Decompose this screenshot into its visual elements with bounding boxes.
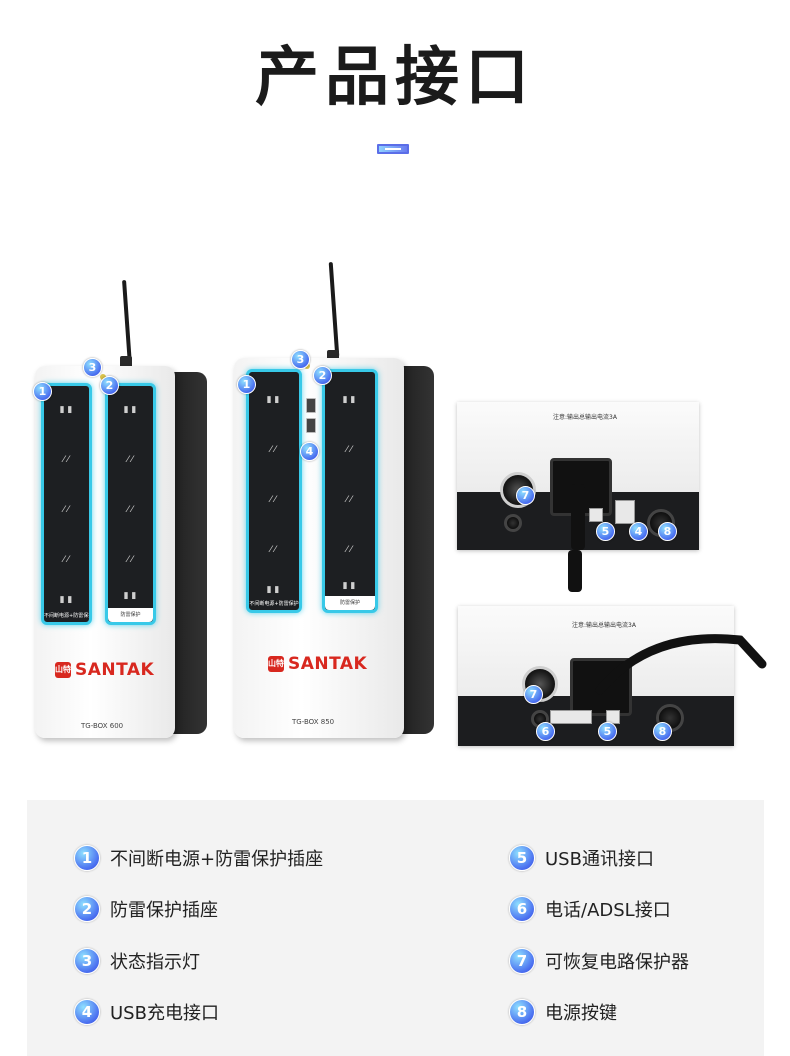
legend-label: 防雷保护插座 <box>110 900 218 921</box>
badge-3: 3 <box>291 350 310 369</box>
legend-item-3: 3 状态指示灯 <box>74 948 200 974</box>
legend-item-6: 6 电话/ADSL接口 <box>509 896 671 922</box>
title-decoration-bar <box>377 144 409 154</box>
outlet: ⁄ ⁄ <box>270 545 276 555</box>
badge-5: 5 <box>596 522 615 541</box>
badge-7: 7 <box>524 685 543 704</box>
badge-5: 5 <box>598 722 617 741</box>
badge-7: 7 <box>516 486 535 505</box>
power-cable-extended <box>568 550 582 592</box>
brand-logo-mark: 山特 <box>268 656 284 672</box>
legend-item-5: 5 USB通讯接口 <box>509 845 654 871</box>
power-cord <box>122 279 132 366</box>
ups-surge-socket-strip: ▮ ▮ ⁄ ⁄ ⁄ ⁄ ⁄ ⁄ ▮ ▮ 不间断电源+防雷保护 <box>246 369 302 613</box>
page-title: 产品接口 <box>255 41 535 115</box>
outlet: ▮ ▮ <box>59 405 73 415</box>
brand-logo-mark: 山特 <box>55 662 71 678</box>
legend-label: 电源按键 <box>545 1003 617 1024</box>
outlet: ⁄ ⁄ <box>63 555 69 565</box>
badge-1: 1 <box>33 382 52 401</box>
legend-label: 电话/ADSL接口 <box>545 900 671 921</box>
power-cable-curve <box>595 634 767 695</box>
outlet: ▮ ▮ <box>123 591 137 601</box>
badge-2: 2 <box>313 366 332 385</box>
power-cable <box>571 484 585 550</box>
outlet: ⁄ ⁄ <box>63 505 69 515</box>
phone-adsl-ports <box>550 710 592 724</box>
outlet: ▮ ▮ <box>123 405 137 415</box>
legend-label: 不间断电源+防雷保护插座 <box>110 849 324 870</box>
legend-label: 状态指示灯 <box>110 952 200 973</box>
legend-label: 可恢复电路保护器 <box>545 952 689 973</box>
outlet: ▮ ▮ <box>342 581 356 591</box>
socket-label: 防雷保护 <box>108 608 153 622</box>
badge-3: 3 <box>83 358 102 377</box>
surge-socket-strip: ▮ ▮ ⁄ ⁄ ⁄ ⁄ ⁄ ⁄ ▮ ▮ 防雷保护 <box>105 383 156 625</box>
usb-comm-port <box>589 508 603 522</box>
outlet: ⁄ ⁄ <box>346 545 352 555</box>
brand-name: SANTAK <box>75 660 155 680</box>
power-cord <box>328 261 340 358</box>
legend-number: 2 <box>74 896 100 922</box>
badge-1: 1 <box>237 375 256 394</box>
legend-item-2: 2 防雷保护插座 <box>74 896 218 922</box>
legend-item-8: 8 电源按键 <box>509 999 617 1025</box>
legend-item-1: 1 不间断电源+防雷保护插座 <box>74 845 323 871</box>
legend-number: 4 <box>74 999 100 1025</box>
rear-warning-note: 注意:输出总输出电流3A <box>553 414 617 421</box>
socket-label: 防雷保护 <box>325 596 375 610</box>
outlet: ⁄ ⁄ <box>127 505 133 515</box>
legend-number: 5 <box>509 845 535 871</box>
legend-number: 7 <box>509 948 535 974</box>
outlet: ⁄ ⁄ <box>63 455 69 465</box>
badge-4: 4 <box>300 442 319 461</box>
legend-item-4: 4 USB充电接口 <box>74 999 219 1025</box>
badge-8: 8 <box>658 522 677 541</box>
brand-logo: 山特 SANTAK <box>268 654 367 674</box>
outlet: ▮ ▮ <box>266 585 280 595</box>
outlet: ▮ ▮ <box>266 395 280 405</box>
brand-logo: 山特 SANTAK <box>55 660 154 680</box>
outlet: ⁄ ⁄ <box>127 555 133 565</box>
rear-warning-note: 注意:输出总输出电流3A <box>572 622 636 629</box>
surge-socket-strip: ▮ ▮ ⁄ ⁄ ⁄ ⁄ ⁄ ⁄ ▮ ▮ 防雷保护 <box>322 369 378 613</box>
usb-charging-ports <box>615 500 635 524</box>
outlet: ⁄ ⁄ <box>270 445 276 455</box>
outlet: ⁄ ⁄ <box>346 495 352 505</box>
outlet: ⁄ ⁄ <box>346 445 352 455</box>
unit-body: ▮ ▮ ⁄ ⁄ ⁄ ⁄ ⁄ ⁄ ▮ ▮ 不间断电源+防雷保护 ▮ ▮ ⁄ ⁄ ⁄… <box>35 366 175 738</box>
outlet: ⁄ ⁄ <box>127 455 133 465</box>
legend-number: 6 <box>509 896 535 922</box>
outlet: ▮ ▮ <box>59 595 73 605</box>
interface-legend: 1 不间断电源+防雷保护插座 2 防雷保护插座 3 状态指示灯 4 USB充电接… <box>27 800 764 1056</box>
model-label: TG-BOX 850 <box>292 718 335 726</box>
model-label: TG-BOX 600 <box>81 722 124 730</box>
legend-label: USB充电接口 <box>110 1003 219 1024</box>
outlet: ⁄ ⁄ <box>270 495 276 505</box>
legend-number: 8 <box>509 999 535 1025</box>
legend-item-7: 7 可恢复电路保护器 <box>509 948 689 974</box>
usb-charging-port <box>306 398 316 413</box>
legend-label: USB通讯接口 <box>545 849 654 870</box>
badge-8: 8 <box>653 722 672 741</box>
rear-port-dc <box>504 514 522 532</box>
badge-4: 4 <box>629 522 648 541</box>
usb-charging-port <box>306 418 316 433</box>
legend-number: 3 <box>74 948 100 974</box>
badge-6: 6 <box>536 722 555 741</box>
legend-number: 1 <box>74 845 100 871</box>
socket-label: 不间断电源+防雷保护 <box>249 601 299 607</box>
unit-body: ▮ ▮ ⁄ ⁄ ⁄ ⁄ ⁄ ⁄ ▮ ▮ 不间断电源+防雷保护 ▮ ▮ ⁄ ⁄ ⁄… <box>234 358 404 738</box>
brand-name: SANTAK <box>288 654 368 674</box>
ups-surge-socket-strip: ▮ ▮ ⁄ ⁄ ⁄ ⁄ ⁄ ⁄ ▮ ▮ 不间断电源+防雷保护 <box>41 383 92 625</box>
socket-label: 不间断电源+防雷保护 <box>44 613 89 619</box>
outlet: ▮ ▮ <box>342 395 356 405</box>
badge-2: 2 <box>100 376 119 395</box>
